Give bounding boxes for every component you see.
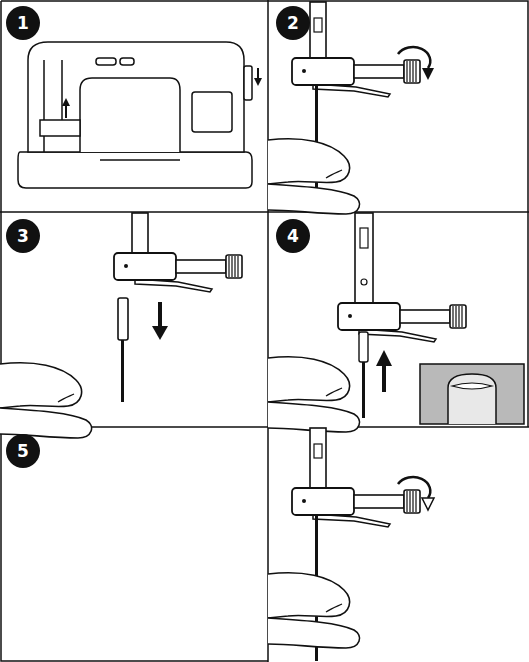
callout-number: 5 (6, 434, 40, 468)
callout-number: 2 (276, 6, 310, 40)
callout-number: 4 (276, 219, 310, 253)
callout-number: 3 (6, 219, 40, 253)
callout-number: 1 (6, 6, 40, 40)
